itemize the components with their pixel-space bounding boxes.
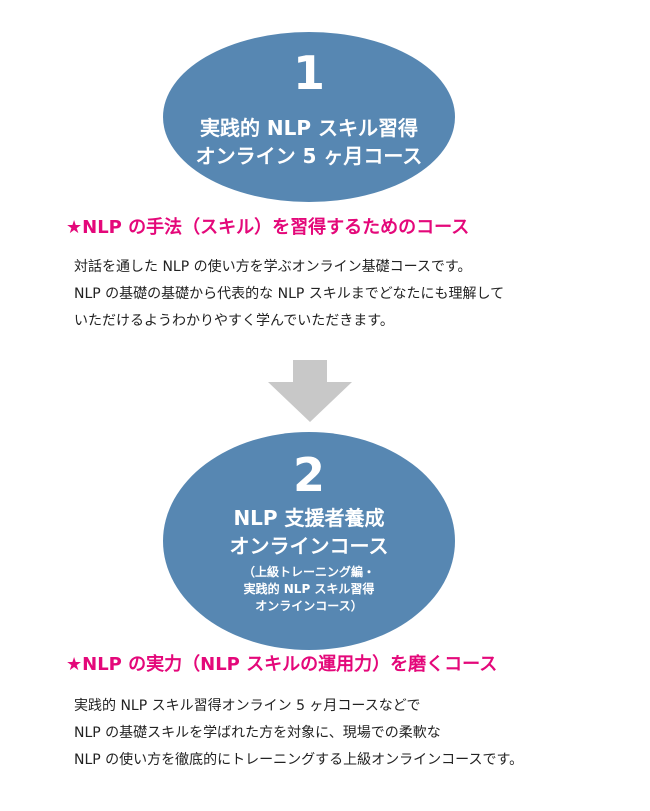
- step-2-badge: 2 NLP 支援者養成 オンラインコース （上級トレーニング編・ 実践的 NLP…: [163, 432, 455, 650]
- down-arrow-icon: [268, 360, 352, 422]
- step-2-heading: ★NLP の実力（NLP スキルの運用力）を磨くコース: [66, 654, 498, 675]
- step-2-description-line: NLP の使い方を徹底的にトレーニングする上級オンラインコースです。: [74, 752, 524, 768]
- step-2-subtitle-line: （上級トレーニング編・: [242, 565, 375, 579]
- step-2-number: 2: [292, 448, 325, 502]
- step-1-description-line: いただけるようわかりやすく学んでいただきます。: [74, 313, 394, 329]
- step-2-description-line: 実践的 NLP スキル習得オンライン 5 ヶ月コースなどで: [74, 698, 421, 714]
- step-2-description-line: NLP の基礎スキルを学ばれた方を対象に、現場での柔軟な: [74, 725, 441, 741]
- step-1-description-line: 対話を通した NLP の使い方を学ぶオンライン基礎コースです。: [74, 259, 472, 275]
- step-1-description-line: NLP の基礎の基礎から代表的な NLP スキルまでどなたにも理解して: [74, 286, 505, 302]
- step-1-number: 1: [292, 46, 325, 100]
- step-1-title: 実践的 NLP スキル習得 オンライン 5 ヶ月コース: [163, 114, 455, 170]
- step-2-subtitle-line: オンラインコース）: [255, 599, 363, 613]
- step-2-title-line: オンラインコース: [229, 534, 389, 558]
- step-1-title-line: 実践的 NLP スキル習得: [199, 116, 419, 140]
- step-2-subtitle: （上級トレーニング編・ 実践的 NLP スキル習得 オンラインコース）: [163, 564, 455, 615]
- step-2-title: NLP 支援者養成 オンラインコース: [163, 504, 455, 560]
- step-1-heading: ★NLP の手法（スキル）を習得するためのコース: [66, 217, 470, 238]
- step-2-title-line: NLP 支援者養成: [233, 506, 385, 530]
- step-2-description: 実践的 NLP スキル習得オンライン 5 ヶ月コースなどで NLP の基礎スキル…: [74, 693, 523, 774]
- step-1-badge: 1 実践的 NLP スキル習得 オンライン 5 ヶ月コース: [163, 32, 455, 202]
- step-1-description: 対話を通した NLP の使い方を学ぶオンライン基礎コースです。 NLP の基礎の…: [74, 254, 504, 335]
- step-2-subtitle-line: 実践的 NLP スキル習得: [243, 582, 375, 596]
- step-1-title-line: オンライン 5 ヶ月コース: [195, 144, 423, 168]
